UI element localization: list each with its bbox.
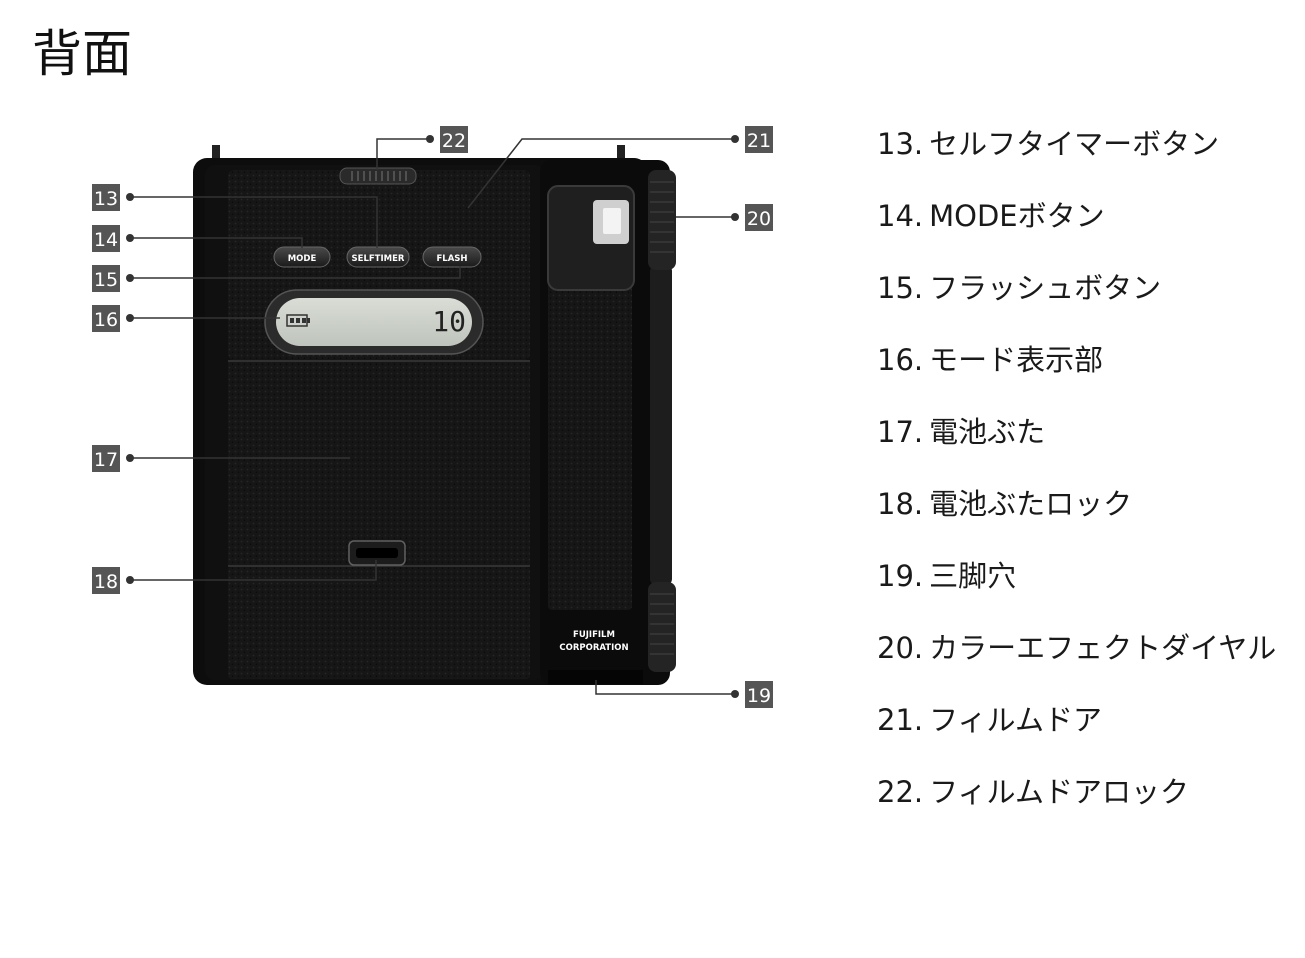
legend-number: 20. [877,631,924,665]
leader-line-13 [130,196,378,248]
svg-text:15: 15 [94,269,118,291]
callout-14: 14 [92,225,120,252]
leader-line-18 [130,560,377,581]
mode-display: 10 [264,289,484,355]
legend-item-20: 20.カラーエフェクトダイヤル [877,624,1276,696]
tripod-socket-area [548,670,643,684]
leader-line-14 [130,237,303,248]
brand-line-2: CORPORATION [559,643,628,653]
callout-22: 22 [440,126,468,153]
legend-label: 電池ぶた [929,415,1046,449]
svg-text:13: 13 [94,188,118,210]
flash-button-label: FLASH [436,254,467,264]
legend-number: 14. [877,199,924,233]
legend-number: 16. [877,343,924,377]
svg-text:22: 22 [442,130,466,152]
svg-text:20: 20 [747,208,771,230]
legend-label: 三脚穴 [929,559,1017,593]
svg-text:18: 18 [94,571,118,593]
legend-item-14: 14.MODEボタン [877,192,1276,264]
legend-item-18: 18.電池ぶたロック [877,480,1276,552]
mode-button[interactable]: MODE [273,246,331,268]
strap-pin-left [212,145,220,161]
flash-button[interactable]: FLASH [422,246,482,268]
body-bottom-panel [228,567,530,679]
legend-number: 19. [877,559,924,593]
page-title: 背面 [32,25,132,83]
legend-item-17: 17.電池ぶた [877,408,1276,480]
legend-number: 21. [877,703,924,737]
leader-line-15 [130,266,461,279]
legend-number: 18. [877,487,924,521]
svg-text:17: 17 [94,449,118,471]
battery-cover [228,362,530,565]
callout-16: 16 [92,305,120,332]
legend-label: フラッシュボタン [929,271,1162,305]
callout-18: 18 [92,567,120,594]
grip-leather [548,275,632,610]
color-effect-dial[interactable] [648,170,676,270]
grip-edge [650,265,672,585]
callout-20: 20 [745,204,773,231]
battery-icon [286,314,310,327]
leader-line-19 [595,680,735,695]
selftimer-button[interactable]: SELFTIMER [346,246,410,268]
legend-label: セルフタイマーボタン [929,127,1220,161]
callout-17: 17 [92,445,120,472]
film-door-lock[interactable] [339,167,417,185]
legend-number: 13. [877,127,924,161]
legend-label: モード表示部 [929,343,1104,377]
callout-13: 13 [92,184,120,211]
legend-item-22: 22.フィルムドアロック [877,768,1276,840]
legend-item-13: 13.セルフタイマーボタン [877,120,1276,192]
callout-19: 19 [745,681,773,708]
camera-back-diagram: MODE SELFTIMER FLASH 10 FUJIFILM CORPORA… [92,126,773,708]
svg-text:14: 14 [94,229,118,251]
parts-legend: 13.セルフタイマーボタン 14.MODEボタン 15.フラッシュボタン 16.… [877,120,1276,840]
callout-15: 15 [92,265,120,292]
selftimer-button-label: SELFTIMER [352,254,405,264]
callout-21: 21 [745,126,773,153]
svg-text:21: 21 [747,130,771,152]
legend-item-19: 19.三脚穴 [877,552,1276,624]
brand-line-1: FUJIFILM [573,630,615,640]
legend-number: 15. [877,271,924,305]
legend-number: 22. [877,775,924,809]
color-effect-dial-lower [648,582,676,672]
lcd-shot-count: 10 [432,305,466,338]
mode-button-label: MODE [288,254,317,264]
strap-pin-right [617,145,625,161]
svg-text:19: 19 [747,685,771,707]
legend-label: MODEボタン [929,199,1105,233]
leader-line-22 [376,138,430,170]
legend-number: 17. [877,415,924,449]
leader-line-21 [467,138,735,209]
legend-label: カラーエフェクトダイヤル [929,631,1277,665]
legend-item-15: 15.フラッシュボタン [877,264,1276,336]
legend-label: フィルムドアロック [929,775,1189,809]
legend-label: フィルムドア [929,703,1102,737]
legend-item-21: 21.フィルムドア [877,696,1276,768]
svg-text:16: 16 [94,309,118,331]
legend-item-16: 16.モード表示部 [877,336,1276,408]
legend-label: 電池ぶたロック [929,487,1133,521]
